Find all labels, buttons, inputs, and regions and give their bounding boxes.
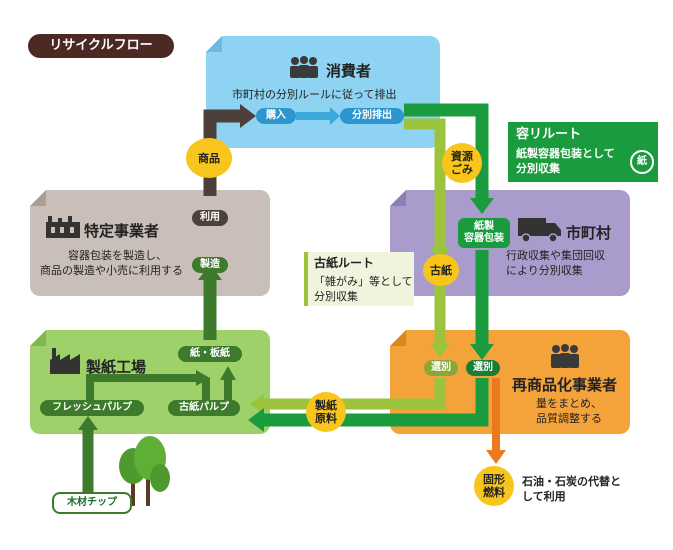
- people-icon: [290, 56, 318, 78]
- product-circle: 商品: [186, 138, 232, 178]
- municipality-desc-line1: 行政収集や集団回収: [506, 249, 605, 262]
- consumer-desc: 市町村の分別ルールに従って排出: [232, 88, 397, 101]
- business-box-fold: [30, 190, 46, 206]
- container-route-title: 容リルート: [516, 127, 582, 142]
- municipality-desc-line2: により分別収集: [506, 264, 583, 277]
- arrow-business-to-consumer-head: [240, 104, 256, 128]
- paper-material-circle: 製紙 原料: [306, 392, 346, 432]
- arrow-pulps-to-board: [86, 374, 210, 400]
- business-box: 特定事業者 容器包装を製造し、 商品の製造や小売に利用する: [30, 190, 270, 296]
- mill-box-fold: [30, 330, 46, 346]
- arrow-recycler-to-fuel-head: [486, 450, 506, 464]
- fuel-use-line1: 石油・石炭の代替と: [522, 475, 621, 488]
- recycler-heading: 再商品化事業者: [512, 376, 618, 394]
- arrow-recycler-to-mill-green-head: [248, 408, 264, 432]
- business-heading: 特定事業者: [84, 222, 160, 240]
- sort-out-label: 分別排出: [340, 108, 404, 124]
- used-paper-route-line1: 「雑がみ」等として: [314, 275, 413, 288]
- municipality-box-fold: [390, 190, 406, 206]
- arrow-wood-to-pulp-head: [78, 416, 98, 430]
- fuel-use-line2: して利用: [522, 490, 566, 503]
- arrow-used-paper-to-recycler-head: [430, 344, 450, 358]
- consumer-box: 消費者 市町村の分別ルールに従って排出: [206, 36, 440, 148]
- paper-container-line2: 容器包装: [464, 233, 504, 244]
- container-route-line1: 紙製容器包装として: [516, 147, 615, 160]
- municipality-heading: 市町村: [566, 224, 612, 242]
- wood-chip-label: 木材チップ: [52, 492, 132, 514]
- arrow-consumer-to-municipality-head: [470, 198, 494, 214]
- arrow-pulps-to-board-head: [196, 370, 210, 386]
- resource-waste-circle: 資源 ごみ: [442, 143, 482, 183]
- solid-fuel-line1: 固形: [483, 473, 505, 486]
- used-paper-label: 古紙: [430, 263, 452, 277]
- used-paper-route-box: 古紙ルート 「雑がみ」等として 分別収集: [304, 252, 414, 306]
- recycled-pulp-label: 古紙パルプ: [168, 400, 240, 416]
- sort-a-label: 選別: [424, 360, 458, 376]
- arrow-consumer-to-municipality: [404, 103, 489, 200]
- factory-icon: [50, 348, 80, 374]
- solid-fuel-line2: 燃料: [483, 486, 505, 499]
- paper-container-line1: 紙製: [474, 221, 494, 232]
- container-route-line2: 分別収集: [516, 162, 560, 175]
- arrow-recycler-to-mill-lime: [262, 378, 446, 410]
- recycler-desc-line2: 品質調整する: [536, 412, 602, 425]
- workers-icon: [551, 344, 579, 368]
- consumer-box-fold: [206, 36, 222, 52]
- used-paper-circle: 古紙: [423, 254, 459, 286]
- truck-icon: [518, 218, 561, 242]
- resource-waste-line1: 資源: [451, 150, 473, 163]
- sort-b-label: 選別: [466, 360, 500, 376]
- arrow-recycler-to-mill-lime-head: [250, 394, 264, 414]
- business-desc-line1: 容器包装を製造し、: [68, 249, 167, 262]
- recycler-desc-line1: 量をまとめ、: [536, 397, 602, 410]
- solid-fuel-circle: 固形 燃料: [474, 466, 514, 506]
- product-label: 商品: [198, 151, 220, 165]
- fresh-pulp-label: フレッシュパルプ: [40, 400, 144, 416]
- arrow-consumer-to-used-paper: [404, 118, 446, 250]
- business-desc-line2: 商品の製造や小売に利用する: [40, 264, 183, 277]
- paper-recycle-mark-icon: 紙: [630, 150, 654, 174]
- paper-recycle-mark-label: 紙: [637, 156, 647, 167]
- use-label: 利用: [192, 210, 228, 226]
- paper-container-badge: 紙製 容器包装: [458, 218, 510, 248]
- mill-heading: 製紙工場: [86, 358, 147, 376]
- tree-icon: [119, 436, 170, 506]
- paper-material-line1: 製紙: [315, 399, 337, 412]
- paper-material-line2: 原料: [315, 412, 337, 425]
- arrow-purchase-to-sort: [296, 107, 340, 125]
- consumer-heading: 消費者: [326, 62, 372, 80]
- container-route-box: 容リルート 紙製容器包装として 分別収集 紙: [508, 122, 658, 182]
- purchase-label: 購入: [256, 108, 296, 124]
- arrow-municipality-to-recycler-head: [470, 344, 494, 360]
- recycler-box-fold: [390, 330, 406, 346]
- resource-waste-line2: ごみ: [451, 163, 473, 176]
- used-paper-route-line2: 分別収集: [314, 290, 358, 303]
- manufacture-label: 製造: [192, 257, 228, 273]
- board-label: 紙・板紙: [178, 346, 242, 362]
- used-paper-route-title: 古紙ルート: [314, 256, 375, 270]
- building-icon: [46, 216, 80, 238]
- diagram-title: リサイクルフロー: [28, 34, 174, 58]
- arrow-recycled-pulp-up-head: [220, 366, 236, 380]
